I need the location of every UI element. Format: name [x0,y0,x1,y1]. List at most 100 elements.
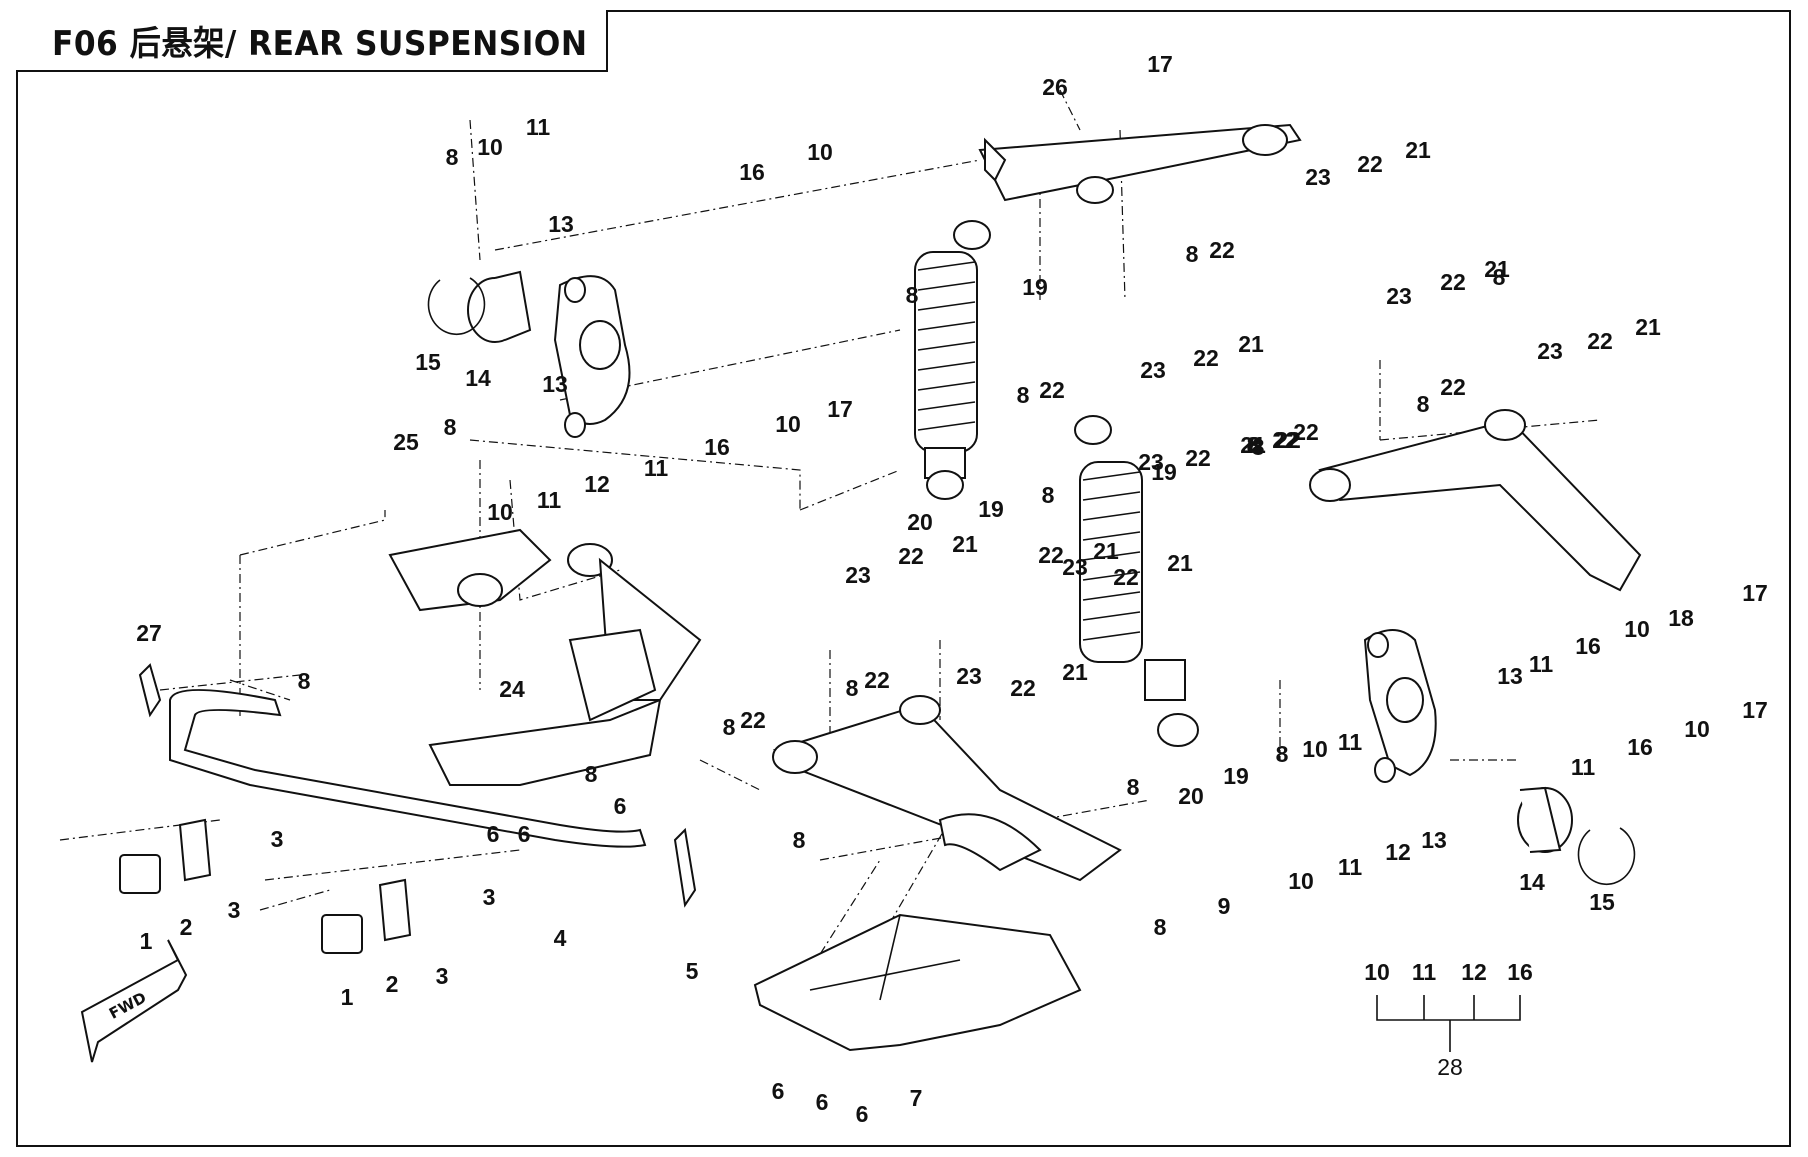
right-shock [1074,415,1199,747]
kit-member-label: 16 [1507,959,1533,985]
callout-label: 17 [1742,697,1768,723]
callout-label: 22 [740,707,766,733]
callout-label: 10 [1684,716,1710,742]
callout-label: 6 [518,821,531,847]
callout-label: 19 [1223,763,1249,789]
callout-label: 8 [1154,914,1167,940]
callout-label: 10 [1624,616,1650,642]
callout-label: 9 [1218,893,1231,919]
callout-label: 13 [1497,663,1523,689]
callout-label: 7 [910,1085,923,1111]
callout-label: 22 [898,543,924,569]
callout-label: 8 [1186,241,1199,267]
callout-label: 19 [978,496,1004,522]
assembly-guides [59,89,1601,971]
kit-group-label: 28 [1437,1054,1463,1080]
callout-label: 21 [1093,538,1119,564]
callout-label: 8 [846,675,859,701]
callout-label: 15 [1589,889,1615,915]
callout-label: 11 [1529,651,1554,677]
callout-label: 14 [1519,869,1545,895]
callout-label: 6 [816,1089,829,1115]
callout-label: 12 [584,471,610,497]
left-knuckle [553,275,631,438]
callout-label: 24 [499,676,525,702]
callout-label: 8 [1247,432,1260,458]
callout-label: 22 [1113,564,1139,590]
kit-member-label: 12 [1461,959,1487,985]
callout-label: 22 [1193,345,1219,371]
callout-label: 10 [477,134,503,160]
callout-label: 17 [827,396,853,422]
callout-label: 3 [483,884,496,910]
callout-label: 16 [1627,734,1653,760]
callout-label: 6 [487,821,500,847]
callout-label: 22 [1010,675,1036,701]
lower-center-arm [772,695,1122,882]
callout-label: 23 [1140,357,1166,383]
callout-label: 13 [548,211,574,237]
callout-label: 8 [1493,264,1506,290]
title-box: F06 后悬架/ REAR SUSPENSION [16,10,608,72]
callout-label: 8 [1276,741,1289,767]
kit-member-label: 10 [1364,959,1390,985]
callout-label: 8 [793,827,806,853]
callout-label: 11 [644,455,669,481]
callout-label: 23 [1062,554,1088,580]
callout-label: 18 [1668,605,1694,631]
right-knuckle [1363,629,1437,783]
callout-label: 17 [1742,580,1768,606]
callout-label: 14 [465,365,491,391]
callout-label: 10 [487,499,513,525]
bar-bushings [119,818,412,954]
callout-label: 13 [542,371,568,397]
callout-label: 8 [1127,774,1140,800]
callout-label: 15 [415,349,441,375]
callout-label: 19 [1151,459,1177,485]
callout-label: 8 [1417,391,1430,417]
callout-label: 10 [775,411,801,437]
callout-label: 3 [228,897,241,923]
callout-label: 2 [180,914,193,940]
callout-label: 1 [341,984,354,1010]
callout-label: 10 [1302,736,1328,762]
callout-label: 8 [1042,482,1055,508]
callout-label: 10 [807,139,833,165]
callout-label: 21 [952,531,978,557]
callout-label: 23 [1138,449,1164,475]
callout-label: 8 [1017,382,1030,408]
callout-label: 21 [1167,550,1193,576]
callout-label: 22 [1293,419,1319,445]
callout-label: 11 [1338,729,1363,755]
bottom-guard-plate [753,913,1082,1052]
callout-label: 5 [686,958,699,984]
callout-label: 16 [1575,633,1601,659]
callout-label: 6 [772,1078,785,1104]
page-title: F06 后悬架/ REAR SUSPENSION [52,23,588,64]
stabilizer-bar [169,689,647,848]
callout-label: 22 [864,667,890,693]
callout-label: 8 [1252,434,1265,460]
callout-label: 11 [1338,854,1363,880]
callout-label: 22 [1440,269,1466,295]
upper-a-arm [978,123,1302,204]
left-bearing [427,270,532,343]
callout-label: 25 [393,429,419,455]
callout-label: 1 [140,928,153,954]
callout-label: 21 [1238,331,1264,357]
callout-label: 22 [1357,151,1383,177]
fwd-arrow: FWD [80,939,188,1063]
callout-label: 8 [1249,432,1262,458]
callout-label: 22 [1209,237,1235,263]
callout-label: 8 [444,414,457,440]
callout-label: 21 [1240,432,1266,458]
callout-label: 6 [856,1101,869,1127]
callout-label: 21 [1062,659,1088,685]
callout-label: 17 [1147,51,1173,77]
kit-bracket [1376,995,1521,1052]
callout-label: 21 [1484,256,1510,282]
callout-label: 26 [1042,74,1068,100]
callout-label: 3 [271,826,284,852]
callout-label: 3 [436,963,449,989]
